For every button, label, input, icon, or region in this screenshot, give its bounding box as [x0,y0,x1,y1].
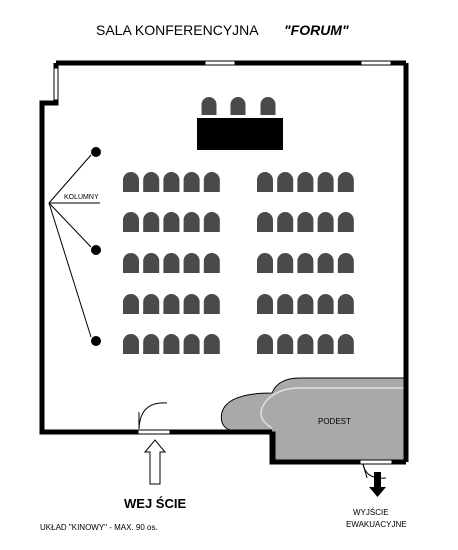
columns [91,147,101,346]
entrance-arrow [143,439,167,485]
audience-chair [277,172,294,192]
audience-chair [123,294,139,314]
stage-label: PODEST [318,417,351,426]
audience-chair [203,294,220,314]
audience-chair [277,334,294,354]
audience-chair [277,212,294,232]
audience-chair [257,294,273,314]
audience-chair [143,334,160,354]
audience-chair [277,253,294,273]
audience-chair [183,212,200,232]
column-1 [91,147,101,157]
column-pointer-lines [48,154,100,338]
audience-chair [337,334,354,354]
exit-label-line2: EWAKUACYJNE [346,520,407,529]
audience-chair [257,212,273,232]
audience-chair [297,334,314,354]
audience-chair [203,172,220,192]
audience-chair [163,172,180,192]
title-name: "FORUM" [284,22,349,38]
audience-chair [297,294,314,314]
audience-chair [123,253,139,273]
exit-door [359,459,393,479]
column-2 [91,245,101,255]
audience-chair [297,172,314,192]
exit-arrow [369,472,386,497]
audience-chair [277,294,294,314]
audience-chair [337,253,354,273]
audience-chair [203,253,220,273]
audience-chair [203,212,220,232]
audience-chair [183,334,200,354]
audience-chair [317,334,334,354]
audience-chair [257,253,273,273]
audience-chair [163,212,180,232]
audience-chair [337,172,354,192]
audience-chair [317,294,334,314]
audience-chair [143,212,160,232]
audience-chair [317,172,334,192]
layout-label: UKŁAD "KINOWY" - MAX. 90 os. [40,523,158,532]
presenter-table [197,118,283,150]
audience-chair [257,172,273,192]
audience-chair [297,253,314,273]
audience-chair [163,294,180,314]
title-prefix: SALA KONFERENCYJNA [96,22,259,38]
audience-chair [143,253,160,273]
audience-chair [183,294,200,314]
column-3 [91,336,101,346]
audience-chair [143,172,160,192]
audience-chair [163,253,180,273]
presenter-chair [260,97,276,115]
audience-chair [123,212,139,232]
windows [53,60,392,101]
audience-chair [123,334,139,354]
presenter-chair [201,97,217,115]
audience-chair [203,334,220,354]
audience-chair [317,212,334,232]
stage-inner-edge [260,387,404,429]
presenter-chairs [201,97,276,115]
audience-chairs [123,172,354,354]
audience-chair [297,212,314,232]
stage-platform [220,377,407,461]
audience-chair [337,212,354,232]
exit-label-line1: WYJŚCIE [353,508,389,517]
audience-chair [257,334,273,354]
audience-chair [337,294,354,314]
presenter-chair [230,97,246,115]
entrance-label: WEJ ŚCIE [124,496,186,511]
audience-chair [317,253,334,273]
audience-chair [143,294,160,314]
entrance-door [137,402,171,435]
columns-label: KOLUMNY [64,194,99,201]
audience-chair [183,172,200,192]
audience-chair [123,172,139,192]
audience-chair [163,334,180,354]
audience-chair [183,253,200,273]
